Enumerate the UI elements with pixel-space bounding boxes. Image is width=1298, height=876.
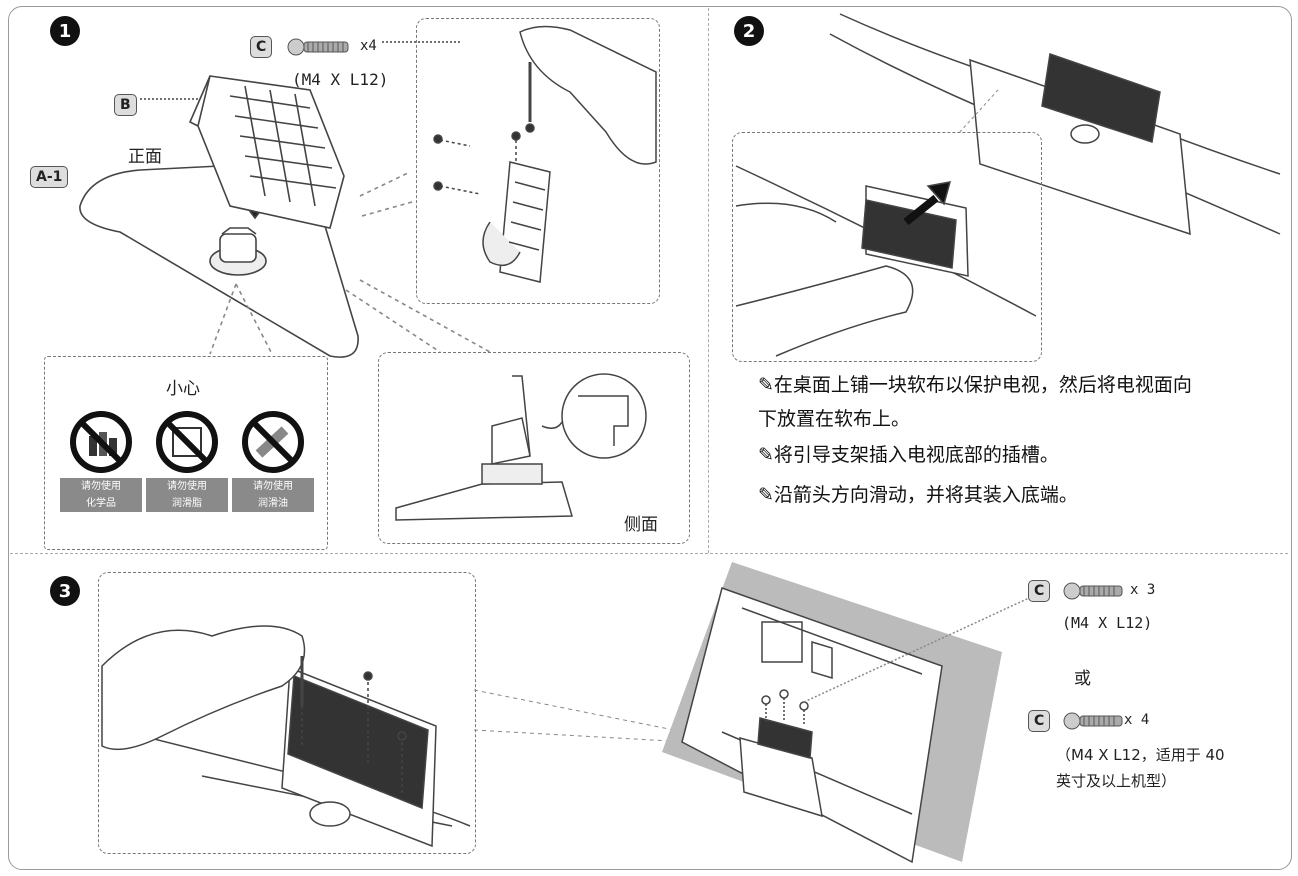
opt1-part-c-label: C bbox=[1028, 580, 1051, 602]
step2-instruction-1: ✎在桌面上铺一块软布以保护电视，然后将电视面向 bbox=[758, 368, 1192, 402]
screw-icon bbox=[1063, 712, 1123, 730]
part-c-spec: (M4 X L12) bbox=[292, 70, 389, 89]
opt2-spec-cont: 英寸及以上机型） bbox=[1056, 772, 1177, 790]
no-chemicals-icon bbox=[70, 411, 132, 473]
tv-back-drawing bbox=[829, 13, 1281, 236]
pencil-icon: ✎ bbox=[758, 444, 774, 466]
tv-back-mounting-drawing bbox=[662, 562, 1043, 864]
caution-title: 小心 bbox=[166, 379, 200, 399]
step3-detail-inset bbox=[98, 572, 476, 854]
step-3-badge: 3 bbox=[50, 576, 80, 606]
side-view-drawing bbox=[395, 373, 647, 521]
opt2-qty: x 4 bbox=[1124, 712, 1150, 728]
part-a1-label: A-1 bbox=[30, 166, 69, 188]
pencil-icon: ✎ bbox=[758, 484, 774, 506]
front-label: 正面 bbox=[128, 147, 162, 167]
opt1-qty: x 3 bbox=[1130, 582, 1156, 598]
side-view-inset bbox=[378, 352, 690, 544]
part-c-label: C bbox=[250, 36, 273, 58]
part-b-label: B bbox=[114, 94, 137, 116]
caution-item-chemicals: 请勿使用 化学品 bbox=[60, 410, 142, 512]
caution-item-line1: 请勿使用 bbox=[146, 478, 228, 495]
or-text: 或 bbox=[1074, 669, 1091, 689]
screw-icon bbox=[1063, 582, 1123, 600]
no-lubricant-icon bbox=[156, 411, 218, 473]
step-1-badge: 1 bbox=[50, 16, 80, 46]
pencil-icon: ✎ bbox=[758, 374, 774, 396]
screw-icon bbox=[287, 38, 349, 56]
slide-guide-inset bbox=[732, 132, 1042, 362]
stand-base-drawing bbox=[79, 41, 491, 358]
opt1-spec: (M4 X L12) bbox=[1062, 614, 1153, 632]
step2-line: 沿箭头方向滑动，并将其装入底端。 bbox=[773, 484, 1078, 506]
step2-line: 在桌面上铺一块软布以保护电视，然后将电视面向 bbox=[773, 374, 1192, 396]
instruction-frame bbox=[8, 6, 1292, 870]
caution-item-lubricant: 请勿使用 润滑脂 bbox=[146, 410, 228, 512]
caution-box bbox=[44, 356, 328, 550]
section-divider-vertical bbox=[708, 8, 709, 553]
section-divider-horizontal bbox=[10, 553, 1288, 554]
step2-line: 下放置在软布上。 bbox=[758, 408, 911, 430]
caution-item-line2: 润滑脂 bbox=[146, 495, 228, 512]
caution-item-line2: 润滑油 bbox=[232, 495, 314, 512]
caution-item-oil: 请勿使用 润滑油 bbox=[232, 410, 314, 512]
step-2-badge: 2 bbox=[734, 16, 764, 46]
opt2-part-c-label: C bbox=[1028, 710, 1051, 732]
step2-line: 将引导支架插入电视底部的插槽。 bbox=[773, 444, 1059, 466]
step2-instruction-2: ✎将引导支架插入电视底部的插槽。 bbox=[758, 438, 1059, 472]
slide-guide-drawing bbox=[735, 165, 1037, 357]
guide-leader-line bbox=[957, 89, 999, 135]
caution-item-line1: 请勿使用 bbox=[60, 478, 142, 495]
screwing-detail-inset bbox=[416, 18, 660, 304]
caution-item-line2: 化学品 bbox=[60, 495, 142, 512]
opt2-spec: （M4 X L12，适用于 40 bbox=[1056, 746, 1225, 764]
step2-instruction-3: ✎沿箭头方向滑动，并将其装入底端。 bbox=[758, 478, 1078, 512]
screwing-detail-drawing bbox=[433, 25, 657, 283]
no-oil-icon bbox=[242, 411, 304, 473]
caution-item-line1: 请勿使用 bbox=[232, 478, 314, 495]
step2-instruction-1-cont: 下放置在软布上。 bbox=[758, 402, 910, 436]
step3-detail-drawing bbox=[101, 625, 471, 848]
part-c-qty: x4 bbox=[360, 38, 377, 54]
side-label: 侧面 bbox=[624, 515, 658, 535]
